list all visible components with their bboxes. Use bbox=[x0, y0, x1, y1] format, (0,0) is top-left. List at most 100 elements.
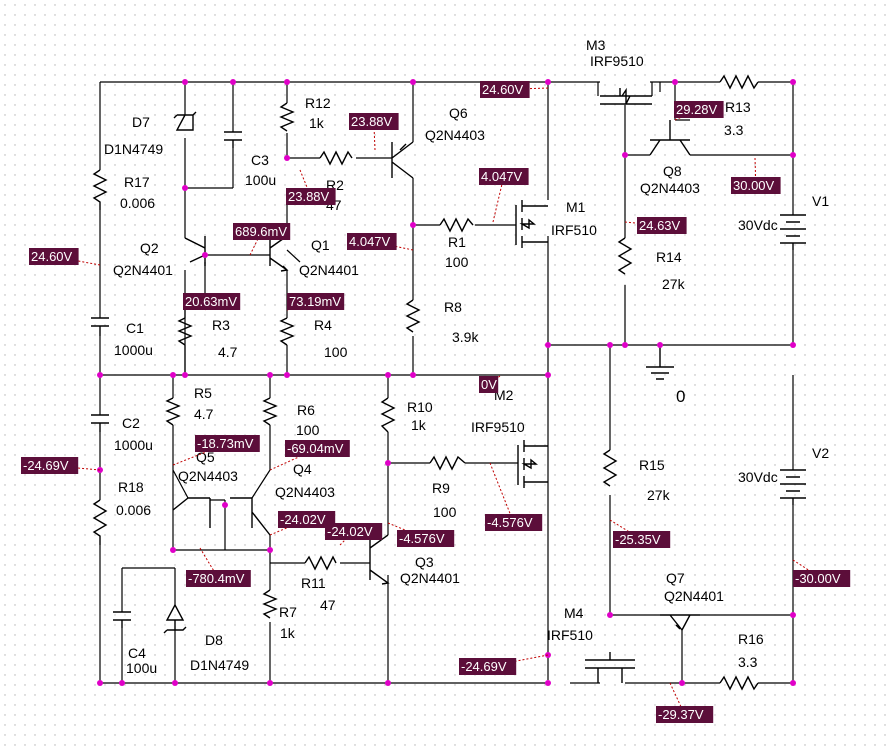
voltage-probe-c1-top[interactable]: 24.60V bbox=[29, 248, 101, 266]
probe-box bbox=[480, 81, 530, 98]
r6-value-label: 100 bbox=[296, 422, 320, 438]
r2-symbol bbox=[319, 150, 353, 166]
voltage-probe-q6-emitter[interactable]: 23.88V bbox=[349, 113, 399, 151]
r5-ref-label: R5 bbox=[194, 385, 212, 401]
voltage-probe-q5-emitter[interactable]: -18.73mV bbox=[172, 435, 260, 466]
c1-ref-label: C1 bbox=[126, 320, 144, 336]
r12-value-label: 1k bbox=[309, 115, 325, 131]
junction-dot bbox=[790, 342, 796, 348]
r8-value-label: 3.9k bbox=[452, 329, 479, 345]
junction-dot bbox=[657, 342, 663, 348]
voltage-probe-m2-gate[interactable]: -4.576V bbox=[485, 462, 543, 531]
r3-ref-label: R3 bbox=[212, 317, 230, 333]
probe-voltage-text: 4.047V bbox=[481, 169, 523, 184]
r8-ref-label: R8 bbox=[444, 299, 462, 315]
junction-dot bbox=[284, 155, 290, 161]
q3-value-label: Q2N4401 bbox=[400, 570, 460, 586]
m3-value-label: IRF9510 bbox=[590, 53, 644, 69]
probe-box bbox=[325, 523, 383, 540]
voltage-probe-m3-source[interactable]: 24.60V bbox=[480, 81, 549, 98]
r16-value-label: 3.3 bbox=[738, 654, 758, 670]
probe-box bbox=[233, 223, 291, 240]
voltage-probe-c2-bottom[interactable]: -24.69V bbox=[21, 457, 101, 474]
q3-symbol bbox=[369, 534, 390, 585]
probe-voltage-text: 24.60V bbox=[482, 82, 524, 97]
probe-voltage-text: -780.4mV bbox=[188, 571, 245, 586]
junction-dot bbox=[182, 372, 188, 378]
r6-symbol bbox=[262, 397, 278, 426]
voltage-probe-q3-collector[interactable]: -4.576V bbox=[387, 522, 455, 547]
probe-leader bbox=[373, 121, 376, 151]
junction-dot bbox=[622, 152, 628, 158]
junction-dot bbox=[545, 342, 551, 348]
voltage-probe-q8-base[interactable]: 30.00V bbox=[731, 157, 781, 194]
q4-symbol bbox=[230, 497, 271, 536]
voltage-probe-q1-base[interactable]: 689.6mV bbox=[233, 223, 291, 256]
voltage-probe-q7-emitter[interactable]: -29.37V bbox=[656, 682, 714, 723]
r17-value-label: 0.006 bbox=[120, 195, 155, 211]
probe-voltage-text: -24.02V bbox=[327, 524, 373, 539]
r15-ref-label: R15 bbox=[639, 457, 665, 473]
probe-box bbox=[674, 101, 724, 118]
probe-box bbox=[186, 570, 251, 587]
voltage-probe-q5-base[interactable]: -780.4mV bbox=[186, 547, 251, 587]
voltage-probe-r2-left[interactable]: 23.88V bbox=[286, 169, 336, 205]
voltage-probe-v2-neg[interactable]: -30.00V bbox=[792, 559, 851, 587]
m4-value-label: IRF510 bbox=[547, 627, 593, 643]
probe-voltage-text: 23.88V bbox=[288, 189, 330, 204]
q1-value-label: Q2N4401 bbox=[299, 262, 359, 278]
voltage-probe-q4-base[interactable]: -24.02V bbox=[269, 511, 336, 536]
voltage-probe-m1-gate[interactable]: 4.047V bbox=[479, 168, 529, 223]
junction-dot bbox=[545, 680, 551, 686]
voltage-probe-r15-bottom[interactable]: -25.35V bbox=[609, 519, 671, 548]
probe-voltage-text: -25.35V bbox=[615, 532, 661, 547]
q8-ref-label: Q8 bbox=[663, 163, 682, 179]
r18-value-label: 0.006 bbox=[116, 502, 151, 518]
d7-value-label: D1N4749 bbox=[104, 141, 163, 157]
probe-voltage-text: 29.28V bbox=[676, 102, 718, 117]
voltage-probe-q1-emitter[interactable]: 73.19mV bbox=[286, 293, 345, 311]
r5-value-label: 4.7 bbox=[194, 406, 214, 422]
probe-voltage-text: -69.04mV bbox=[287, 441, 344, 456]
junction-dot bbox=[119, 680, 125, 686]
r1-ref-label: R1 bbox=[448, 234, 466, 250]
junction-dot bbox=[790, 79, 796, 85]
probe-voltage-text: -30.00V bbox=[795, 571, 841, 586]
junction-dot bbox=[170, 547, 176, 553]
r7-ref-label: R7 bbox=[279, 604, 297, 620]
junction-dot bbox=[230, 79, 236, 85]
voltage-probe-m4-drain[interactable]: -24.69V bbox=[459, 654, 549, 675]
probe-leader bbox=[489, 462, 515, 523]
junction-dot bbox=[410, 79, 416, 85]
junction-dot bbox=[790, 612, 796, 618]
d7-symbol bbox=[173, 111, 197, 131]
m1-symbol bbox=[515, 200, 548, 248]
q5-symbol bbox=[172, 497, 211, 528]
v1-symbol bbox=[780, 214, 806, 250]
voltage-probe-q2-emitter[interactable]: 20.63mV bbox=[183, 293, 241, 311]
probe-voltage-text: 689.6mV bbox=[235, 224, 287, 239]
q8-symbol bbox=[649, 120, 691, 156]
r9-ref-label: R9 bbox=[432, 480, 450, 496]
r17-ref-label: R17 bbox=[124, 174, 150, 190]
r9-value-label: 100 bbox=[433, 504, 457, 520]
voltage-probe-q3-base[interactable]: -24.02V bbox=[325, 523, 383, 546]
r7-symbol bbox=[262, 589, 278, 619]
c1-value-label: 1000u bbox=[114, 342, 153, 358]
m1-value-label: IRF510 bbox=[551, 222, 597, 238]
voltage-probe-q4-emitter[interactable]: -69.04mV bbox=[269, 440, 350, 471]
r1-value-label: 100 bbox=[445, 254, 469, 270]
r4-value-label: 100 bbox=[324, 344, 348, 360]
voltage-probe-r14-top[interactable]: 24.63V bbox=[624, 217, 687, 234]
voltage-probe-q1-collector[interactable]: 4.047V bbox=[347, 233, 414, 251]
m4-symbol bbox=[585, 652, 635, 683]
c4-value-label: 100u bbox=[126, 660, 157, 676]
q7-symbol bbox=[660, 614, 700, 631]
voltage-probe-q8-emitter[interactable]: 29.28V bbox=[674, 101, 724, 121]
probe-voltage-text: 73.19mV bbox=[289, 294, 341, 309]
r1-symbol bbox=[439, 217, 474, 233]
r15-value-label: 27k bbox=[647, 487, 671, 503]
probe-box bbox=[479, 168, 529, 185]
voltage-probe-ground-node[interactable]: 0V bbox=[479, 375, 501, 393]
r7-value-label: 1k bbox=[280, 625, 296, 641]
